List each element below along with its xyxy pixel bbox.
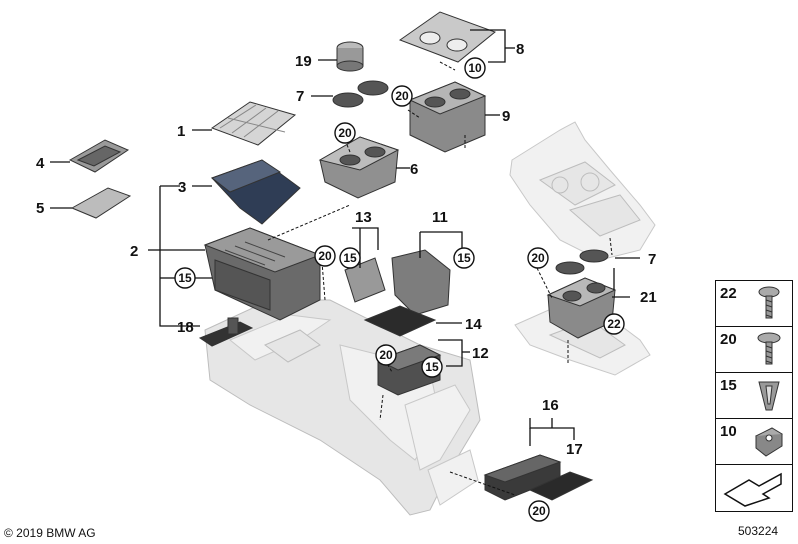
svg-text:22: 22 xyxy=(607,317,621,331)
base-plate xyxy=(70,187,132,219)
callout-21: 21 xyxy=(640,289,657,306)
clip-icon xyxy=(758,381,780,411)
arrow-icon xyxy=(723,472,782,507)
svg-text:10: 10 xyxy=(468,61,482,75)
circle-callout-22: 22 xyxy=(603,313,625,335)
cup-mats xyxy=(332,80,389,108)
cup-holder-front xyxy=(318,136,400,199)
callout-labels: 1 2 3 4 5 6 7 7 8 9 11 12 13 14 16 17 18… xyxy=(36,41,657,458)
circle-callout-20-e: 20 xyxy=(527,247,549,269)
callout-1: 1 xyxy=(177,123,185,140)
drawer-mat xyxy=(528,471,594,501)
cup-mats-rear xyxy=(555,249,609,275)
circle-callout-15-b: 15 xyxy=(339,247,361,269)
svg-text:20: 20 xyxy=(318,249,332,263)
legend-num: 15 xyxy=(720,377,737,394)
callout-14: 14 xyxy=(465,316,482,333)
tray-mat xyxy=(363,305,437,337)
callout-7-right: 7 xyxy=(648,251,656,268)
circle-callout-10: 10 xyxy=(464,57,486,79)
circle-callout-20-f: 20 xyxy=(528,500,550,522)
circled-callouts: 10 20 20 20 20 20 20 15 15 15 15 22 xyxy=(174,57,625,522)
circle-callout-20-c: 20 xyxy=(314,245,336,267)
circle-callout-20-a: 20 xyxy=(391,85,413,107)
callout-11: 11 xyxy=(432,209,448,226)
callout-18: 18 xyxy=(177,319,194,336)
callout-16: 16 xyxy=(542,397,559,414)
latch-bracket xyxy=(198,317,254,347)
callout-4: 4 xyxy=(36,155,45,172)
callout-8: 8 xyxy=(516,41,524,58)
svg-text:15: 15 xyxy=(343,251,357,265)
armrest-cover xyxy=(210,159,301,225)
legend-item-10: 10 xyxy=(715,418,793,466)
spring-nut-icon xyxy=(755,427,783,457)
callout-7-top: 7 xyxy=(296,88,304,105)
cup-holder-bracket xyxy=(398,11,497,63)
callout-2: 2 xyxy=(130,243,138,260)
diagram-number: 503224 xyxy=(738,524,779,538)
callout-3: 3 xyxy=(178,179,186,196)
legend-item-20: 20 xyxy=(715,326,793,374)
copyright: © 2019 BMW AG xyxy=(4,526,96,540)
circle-callout-15-d: 15 xyxy=(421,356,443,378)
console-unit xyxy=(203,227,322,321)
legend-num: 22 xyxy=(720,285,737,302)
svg-text:15: 15 xyxy=(178,271,192,285)
cup-holder-rear xyxy=(546,277,617,339)
svg-text:20: 20 xyxy=(338,126,352,140)
svg-text:15: 15 xyxy=(425,360,439,374)
grid-insert xyxy=(210,101,297,146)
svg-text:15: 15 xyxy=(457,251,471,265)
leader-lines xyxy=(50,29,640,446)
center-trim-ghost xyxy=(509,121,656,261)
legend-item-15: 15 xyxy=(715,372,793,420)
svg-text:20: 20 xyxy=(531,251,545,265)
circle-callout-20-b: 20 xyxy=(334,122,356,144)
svg-text:20: 20 xyxy=(395,89,409,103)
cup-insert xyxy=(336,41,364,72)
callout-13: 13 xyxy=(355,209,372,226)
callout-12: 12 xyxy=(472,345,489,362)
circle-callout-20-d: 20 xyxy=(375,344,397,366)
legend-num: 10 xyxy=(720,423,737,440)
legend-arrow-box xyxy=(715,464,793,512)
legend-num: 20 xyxy=(720,331,737,348)
svg-text:20: 20 xyxy=(532,504,546,518)
screw-icon xyxy=(757,332,781,365)
callout-5: 5 xyxy=(36,200,44,217)
callout-17: 17 xyxy=(566,441,583,458)
storage-tray xyxy=(68,139,130,173)
cup-holder xyxy=(408,81,487,153)
console-body-ghost xyxy=(204,299,481,516)
circle-callout-15-c: 15 xyxy=(453,247,475,269)
callout-9: 9 xyxy=(502,108,510,125)
svg-text:20: 20 xyxy=(379,348,393,362)
dashed-leaders xyxy=(267,61,613,496)
callout-19: 19 xyxy=(295,53,312,70)
legend-item-22: 22 xyxy=(715,280,793,328)
hex-screw-icon xyxy=(758,286,780,319)
side-panel-left xyxy=(344,257,386,303)
side-panel-right xyxy=(391,249,451,316)
callout-6: 6 xyxy=(410,161,418,178)
circle-callout-15-a: 15 xyxy=(174,267,196,289)
